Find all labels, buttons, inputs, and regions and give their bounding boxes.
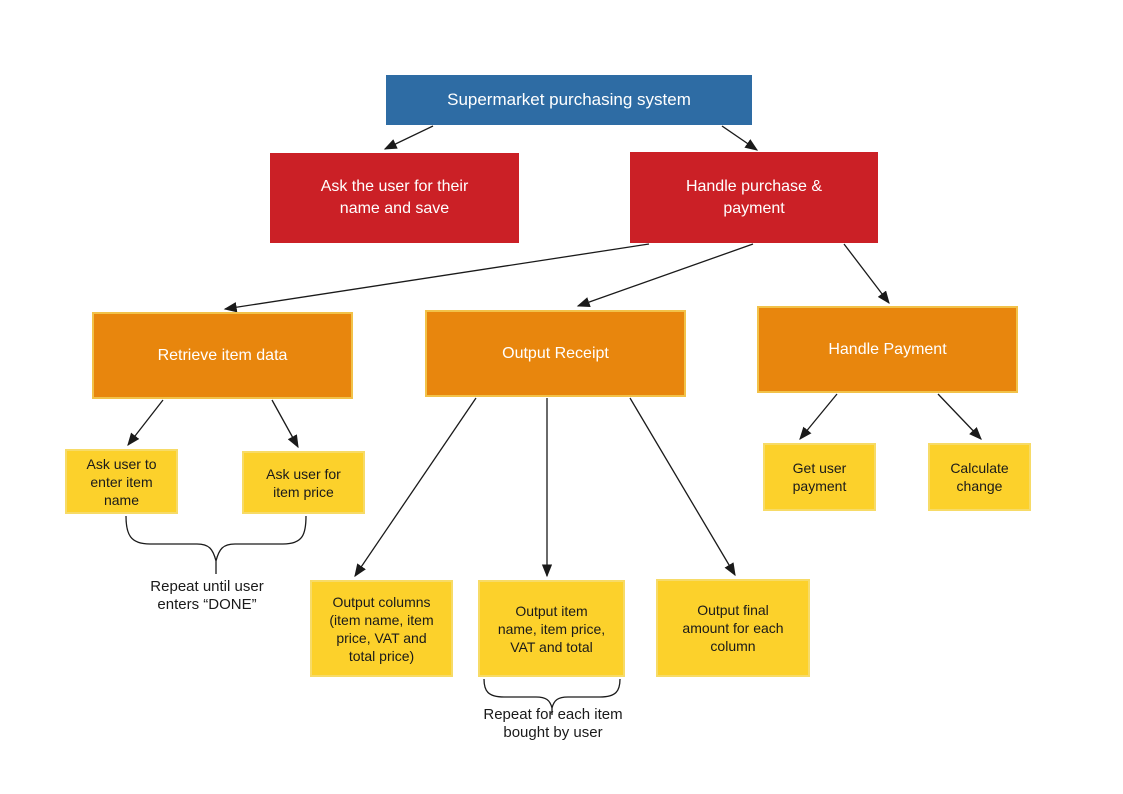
arrow-payment-to-calculate-change <box>937 393 982 440</box>
node-label: Retrieve item data <box>157 347 288 364</box>
node-label: Output final amount for each column <box>682 602 784 654</box>
arrow-handle-purchase-to-output-receipt <box>576 243 754 307</box>
node-get-user-payment: Get user payment <box>763 443 876 511</box>
annotation-repeat-each-item: Repeat for each item bought by user <box>483 706 623 741</box>
arrow-retrieve-to-ask-item-name <box>127 399 164 447</box>
node-label: Handle Payment <box>828 341 947 358</box>
arrow-receipt-to-output-columns <box>354 397 477 578</box>
annotation-repeat-until-done: Repeat until user enters “DONE” <box>150 578 264 613</box>
node-label: Output columns (item name, item price, V… <box>329 593 434 664</box>
node-label: Supermarket purchasing system <box>447 90 691 109</box>
node-label: Calculate change <box>950 460 1009 494</box>
arrow-handle-purchase-to-handle-payment <box>843 243 890 305</box>
node-ask-item-price: Ask user for item price <box>242 451 365 514</box>
arrow-retrieve-to-ask-item-price <box>271 399 299 449</box>
node-output-final-amount: Output final amount for each column <box>656 579 810 677</box>
node-label: Get user payment <box>792 460 847 494</box>
node-label: Ask the user for their name and save <box>320 178 469 217</box>
node-handle-payment: Handle Payment <box>757 306 1018 393</box>
node-ask-item-name: Ask user to enter item name <box>65 449 178 514</box>
node-calculate-change: Calculate change <box>928 443 1031 511</box>
node-output-item-details: Output item name, item price, VAT and to… <box>478 580 625 677</box>
node-output-receipt: Output Receipt <box>425 310 686 397</box>
node-label: Handle purchase & payment <box>685 177 823 217</box>
node-label: Output Receipt <box>502 345 609 362</box>
arrow-payment-to-get-user-payment <box>799 393 838 441</box>
brace-repeat-done <box>125 515 307 574</box>
arrow-root-to-handle-purchase <box>721 125 759 151</box>
arrow-receipt-to-output-final <box>629 397 736 577</box>
arrow-root-to-ask-name <box>383 125 434 150</box>
node-ask-user-name: Ask the user for their name and save <box>270 153 519 243</box>
arrow-handle-purchase-to-retrieve-item-data <box>223 243 650 313</box>
node-label: Output item name, item price, VAT and to… <box>497 602 606 655</box>
brace-repeat-items <box>483 678 621 715</box>
node-label: Ask user for item price <box>266 465 341 500</box>
node-retrieve-item-data: Retrieve item data <box>92 312 353 399</box>
node-label: Ask user to enter item name <box>86 455 157 508</box>
node-supermarket-purchasing-system: Supermarket purchasing system <box>386 75 752 125</box>
node-handle-purchase-payment: Handle purchase & payment <box>630 152 878 243</box>
node-output-columns: Output columns (item name, item price, V… <box>310 580 453 677</box>
